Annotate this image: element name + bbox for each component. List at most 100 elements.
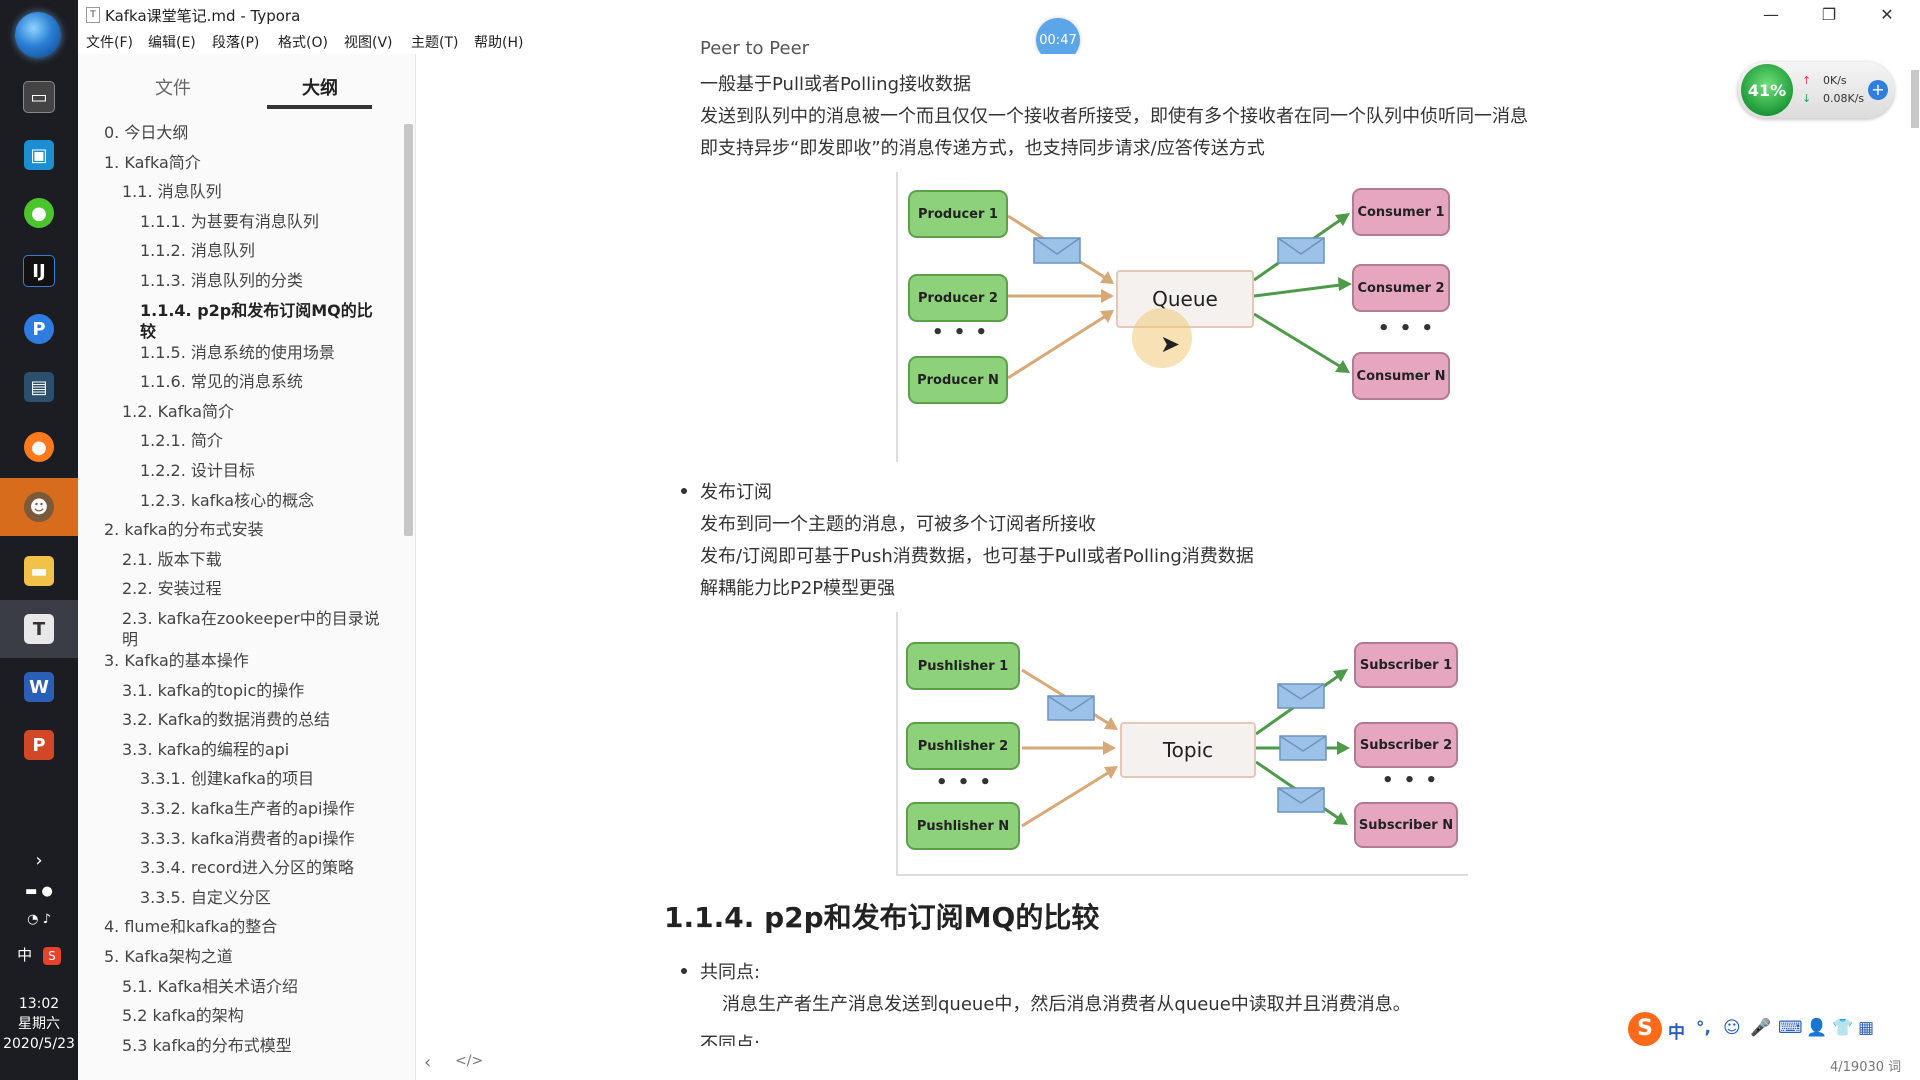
- ime-skin-icon[interactable]: 👕: [1832, 1018, 1854, 1038]
- topic-diagram-arrows: [1021, 668, 1350, 828]
- subscriber-1-node: Subscriber 1: [1354, 642, 1458, 688]
- outline-item[interactable]: 3.3.3. kafka消费者的api操作: [140, 828, 355, 848]
- consumer-1-node: Consumer 1: [1352, 188, 1450, 236]
- ime-language-toggle[interactable]: 中: [1668, 1023, 1685, 1043]
- minimize-button[interactable]: —: [1763, 4, 1779, 24]
- outline-item[interactable]: 3.3.1. 创建kafka的项目: [140, 769, 315, 789]
- outline-item[interactable]: 3.3.5. 自定义分区: [140, 887, 271, 907]
- sidebar-scrollbar[interactable]: [404, 124, 413, 536]
- outline-item[interactable]: 2.2. 安装过程: [122, 579, 222, 599]
- outline-item[interactable]: 2. kafka的分布式安装: [104, 520, 264, 540]
- taskbar-clock[interactable]: 13:02 星期六 2020/5/23: [0, 994, 78, 1054]
- publisher-n-node: Pushlisher N: [906, 802, 1020, 850]
- p2p-line-2: 发送到队列中的消息被一个而且仅仅一个接收者所接受，即使有多个接收者在同一个队列中…: [700, 106, 1528, 127]
- ime-voice-icon[interactable]: 🎤: [1750, 1018, 1772, 1038]
- maximize-button[interactable]: ❐: [1821, 4, 1837, 24]
- taskbar-remote-icon[interactable]: ▤: [0, 358, 78, 416]
- menu-file[interactable]: 文件(F): [86, 35, 133, 51]
- topic-node: Topic: [1120, 722, 1256, 778]
- outline-item[interactable]: 1.1.5. 消息系统的使用场景: [140, 342, 335, 362]
- taskbar-terminal-icon[interactable]: ▭: [0, 68, 78, 126]
- ime-user-icon[interactable]: 👤: [1806, 1018, 1828, 1038]
- outline-item[interactable]: 2.3. kafka在zookeeper中的目录说明: [122, 609, 380, 649]
- taskbar-avatar-app-icon[interactable]: ☻: [0, 478, 78, 536]
- taskbar-app-icon[interactable]: ▣: [0, 126, 78, 184]
- start-button-icon[interactable]: [15, 12, 61, 58]
- outline-item[interactable]: 0. 今日大纲: [104, 123, 189, 142]
- outline-item[interactable]: 1. Kafka简介: [104, 152, 201, 172]
- outline-item[interactable]: 1.2.3. kafka核心的概念: [140, 490, 315, 510]
- outline-item[interactable]: 4. flume和kafka的整合: [104, 917, 278, 937]
- taskbar-explorer-icon[interactable]: ▬: [0, 542, 78, 600]
- outline-item[interactable]: 1.2.1. 简介: [140, 431, 223, 451]
- producer-n-node: Producer N: [908, 356, 1008, 404]
- outline-item[interactable]: 1.1.3. 消息队列的分类: [140, 271, 303, 290]
- menu-paragraph[interactable]: 段落(P): [212, 35, 260, 51]
- widget-plus-icon[interactable]: +: [1868, 80, 1888, 100]
- envelope-icon: [1033, 237, 1081, 264]
- outline-item[interactable]: 1.1.4. p2p和发布订阅MQ的比较: [140, 300, 373, 341]
- menu-help[interactable]: 帮助(H): [474, 35, 524, 51]
- common-bullet: 共同点:: [680, 958, 760, 984]
- taskbar-powerpoint-icon[interactable]: P: [0, 716, 78, 774]
- outline-item[interactable]: 5. Kafka架构之道: [104, 947, 233, 966]
- tray-battery-icon[interactable]: ▬ ●: [25, 884, 53, 899]
- outline-item[interactable]: 3. Kafka的基本操作: [104, 651, 249, 670]
- outline-item[interactable]: 3.3.2. kafka生产者的api操作: [140, 799, 355, 818]
- menu-theme[interactable]: 主题(T): [411, 35, 459, 51]
- editor-pane[interactable]: Peer to Peer 一般基于Pull或者Polling接收数据 发送到队列…: [416, 38, 1920, 1080]
- ime-emoji-icon[interactable]: ☺: [1723, 1018, 1741, 1038]
- tray-expand-chevron-icon[interactable]: ›: [35, 850, 43, 871]
- outline-item[interactable]: 1.1. 消息队列: [122, 182, 222, 202]
- close-button[interactable]: ✕: [1880, 4, 1894, 24]
- taskbar-firefox-icon[interactable]: ●: [0, 418, 78, 476]
- pubsub-line-1: 发布到同一个主题的消息，可被多个订阅者所接收: [700, 514, 1096, 535]
- editor-scrollbar[interactable]: [1911, 70, 1919, 128]
- tab-outline[interactable]: 大纲: [302, 78, 338, 99]
- tray-ime-indicator[interactable]: 中 S: [0, 944, 78, 965]
- outline-item[interactable]: 1.2. Kafka简介: [122, 401, 235, 421]
- word-count[interactable]: 4/19030 词: [1830, 1060, 1902, 1075]
- envelope-icon: [1277, 787, 1325, 813]
- clock-weekday: 星期六: [18, 1016, 60, 1032]
- outline-item[interactable]: 5.2 kafka的架构: [122, 1006, 244, 1026]
- pubsub-line-2: 发布/订阅即可基于Push消费数据，也可基于Pull或者Polling消费数据: [700, 546, 1254, 567]
- pubsub-line-3: 解耦能力比P2P模型更强: [700, 578, 896, 599]
- producer-1-node: Producer 1: [908, 190, 1008, 238]
- taskbar-intellij-icon[interactable]: IJ: [0, 242, 78, 300]
- ime-toolbox-icon[interactable]: ▦: [1858, 1018, 1875, 1038]
- tab-files[interactable]: 文件: [155, 78, 191, 99]
- outline-item[interactable]: 5.1. Kafka相关术语介绍: [122, 976, 299, 996]
- outline-item[interactable]: 1.1.1. 为甚要有消息队列: [140, 211, 319, 231]
- outline-item[interactable]: 1.2.2. 设计目标: [140, 461, 255, 480]
- outline-item[interactable]: 3.3.4. record进入分区的策略: [140, 858, 354, 878]
- outline-item[interactable]: 1.1.6. 常见的消息系统: [140, 372, 303, 392]
- publisher-1-node: Pushlisher 1: [906, 642, 1020, 690]
- outline-item[interactable]: 3.3. kafka的编程的api: [122, 739, 290, 759]
- taskbar-typora-icon[interactable]: T: [0, 600, 78, 658]
- publisher-ellipsis: • • •: [936, 772, 994, 793]
- section-heading: 1.1.4. p2p和发布订阅MQ的比较: [664, 901, 1100, 934]
- outline-item[interactable]: 1.1.2. 消息队列: [140, 241, 255, 261]
- producer-2-node: Producer 2: [908, 274, 1008, 322]
- outline-item[interactable]: 3.1. kafka的topic的操作: [122, 680, 305, 700]
- taskbar-word-icon[interactable]: W: [0, 658, 78, 716]
- tray-network-volume-icon[interactable]: ◔ ♪: [27, 912, 51, 927]
- download-speed: 0.08K/s: [1823, 92, 1865, 105]
- menu-format[interactable]: 格式(O): [278, 35, 328, 51]
- taskbar-pycharm-icon[interactable]: P: [0, 300, 78, 358]
- menu-edit[interactable]: 编辑(E): [148, 35, 196, 51]
- network-monitor-widget[interactable]: 41% ↑ 0K/s ↓ 0.08K/s +: [1738, 62, 1894, 118]
- sogou-logo-icon[interactable]: S: [1628, 1012, 1662, 1046]
- ime-keyboard-icon[interactable]: ⌨: [1778, 1018, 1803, 1038]
- title-bar: T Kafka课堂笔记.md - Typora — ❐ ✕: [78, 0, 1920, 28]
- ime-punctuation-icon[interactable]: °,: [1696, 1018, 1711, 1038]
- outline-item[interactable]: 3.2. Kafka的数据消费的总结: [122, 710, 331, 730]
- outline-item[interactable]: 2.1. 版本下载: [122, 549, 222, 569]
- window-title: Kafka课堂笔记.md - Typora: [105, 7, 301, 25]
- taskbar-chat-icon[interactable]: ●: [0, 184, 78, 242]
- menu-view[interactable]: 视图(V): [344, 35, 393, 51]
- outline-item[interactable]: 5.3 kafka的分布式模型: [122, 1035, 292, 1055]
- sidebar-toggle-chevron-icon[interactable]: ‹: [424, 1052, 432, 1073]
- source-code-mode-icon[interactable]: </>: [455, 1053, 484, 1069]
